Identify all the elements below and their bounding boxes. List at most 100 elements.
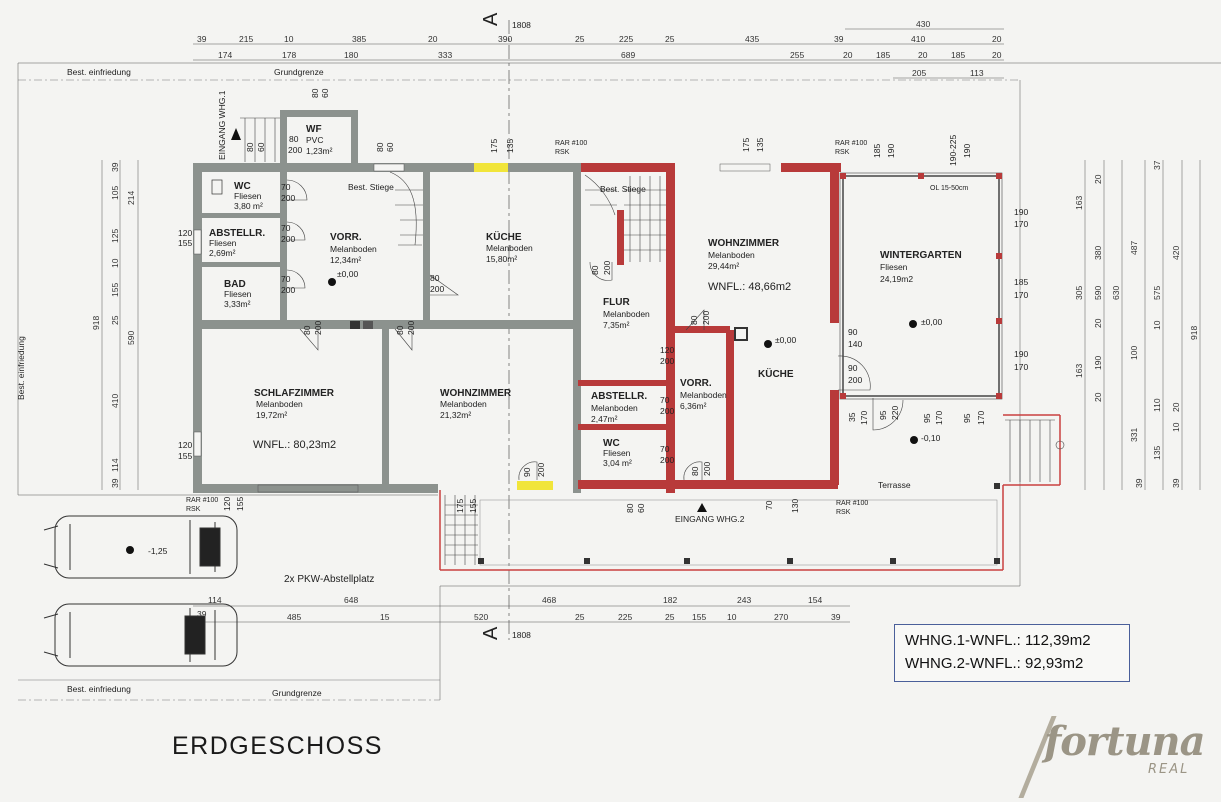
od-d3b: 60	[256, 142, 266, 152]
dim-right-8: 575	[1152, 286, 1162, 300]
od-bad-b: 200	[281, 285, 295, 295]
level-wintergarten: ±0,00	[921, 317, 942, 327]
od-wc2-a: 70	[660, 444, 670, 454]
dim-bot-r1-4: 182	[663, 595, 677, 605]
od-wr-a: 190	[1014, 207, 1028, 217]
parking-label: 2x PKW-Abstellplatz	[284, 574, 374, 585]
dim-top-r1-8: 25	[665, 34, 675, 44]
od-wg-b: 140	[848, 339, 862, 349]
room-vorr2-floor: Melanboden	[680, 390, 727, 400]
best-einfriedung-left: Best. einfriedung	[16, 336, 26, 400]
room-kueche2-name: KÜCHE	[758, 367, 794, 380]
dim-top-r1-11: 410	[911, 34, 925, 44]
dim-top-r1-6: 25	[575, 34, 585, 44]
dim-bot-r2-2: 15	[380, 612, 390, 622]
dim-right-0: 37	[1152, 160, 1162, 170]
od-w120c: 120	[178, 440, 192, 450]
dim-right-4: 487	[1129, 241, 1139, 255]
dim-top-r2-3: 333	[438, 50, 452, 60]
room-schlaf-name: SCHLAFZIMMER	[254, 388, 335, 399]
rsk-top-left: RSK	[555, 149, 570, 156]
car-bottom	[43, 603, 238, 667]
dim-top-r1-0: 39	[197, 34, 207, 44]
od-w120b: 155	[178, 238, 192, 248]
od-wc-a: 70	[281, 182, 291, 192]
od-d3a-2: 80	[375, 142, 385, 152]
dim-right-6: 590	[1093, 286, 1103, 300]
dim-top-r2-1: 178	[282, 50, 296, 60]
room-abstellr2-floor: Melanboden	[591, 403, 638, 413]
room-abstellr1-area: 2,69m²	[209, 248, 236, 258]
level-parking: -1,25	[148, 546, 168, 556]
dim-top-r2-10: 20	[992, 50, 1002, 60]
rsk-bottom-right: RSK	[836, 509, 851, 516]
room-wc2-name: WC	[603, 438, 620, 449]
rsk-bottom-left: RSK	[186, 506, 201, 513]
rsk-top-right: RSK	[835, 149, 850, 156]
best-einfriedung-top: Best. einfriedung	[67, 67, 131, 77]
walls-apartment-2	[578, 163, 841, 493]
dim-bot-r1-3: 468	[542, 595, 556, 605]
dim-top-r2-2: 180	[344, 50, 358, 60]
ol-label: OL 15-50cm	[930, 185, 968, 192]
dim-bot-r2-6: 155	[692, 612, 706, 622]
od-d1b: 60	[320, 88, 330, 98]
dim-left-6: 25	[110, 315, 120, 325]
rar-top-right: RAR #100	[835, 140, 867, 147]
room-wc2-floor: Fliesen	[603, 448, 631, 458]
od-wg-c: 90	[848, 363, 858, 373]
od-bl-b: 155	[235, 497, 245, 511]
room-wohn1-floor: Melanboden	[440, 399, 487, 409]
od-wt-b: 190	[886, 144, 896, 158]
od-en2-b: 200	[702, 462, 712, 476]
room-wohn1-name: WOHNZIMMER	[440, 388, 512, 399]
section-total-bottom: 1808	[512, 630, 531, 640]
dim-left-7: 918	[91, 316, 101, 330]
dim-top-r1-right: 430	[916, 19, 930, 29]
dim-right-23: 39	[1171, 478, 1181, 488]
dim-right-14: 918	[1189, 326, 1199, 340]
wnfl-apartment-1: WNFL.: 80,23m2	[253, 439, 336, 451]
fixtures	[211, 179, 748, 341]
dim-left-0: 39	[110, 162, 120, 172]
room-winter-name: WINTERGARTEN	[880, 250, 962, 261]
dim-top-r2-4: 689	[621, 50, 635, 60]
od-eb-a: 70	[764, 500, 774, 510]
dim-left-9: 410	[110, 394, 120, 408]
dim-right-2: 163	[1074, 196, 1084, 210]
wintergarten-frame	[839, 172, 1003, 400]
dim-top-r1-9: 435	[745, 34, 759, 44]
od-w-b: 200	[406, 321, 416, 335]
od-wg-l: 170	[976, 411, 986, 425]
dim-left-11: 39	[110, 478, 120, 488]
room-wohn1-area: 21,32m²	[440, 410, 471, 420]
od-ab2-a: 70	[660, 395, 670, 405]
dim-right-16: 331	[1129, 428, 1139, 442]
room-wc1-area: 3,80 m²	[234, 201, 263, 211]
dim-left-5: 155	[110, 283, 120, 297]
dim-top-r2-0: 174	[218, 50, 232, 60]
room-stiege2-name: Best. Stiege	[600, 184, 646, 194]
rar-top-left: RAR #100	[555, 140, 587, 147]
room-vorr1-name: VORR.	[330, 232, 362, 243]
logo-word: fortuna	[1044, 718, 1206, 765]
od-en2-a: 80	[690, 466, 700, 476]
room-wohn2-floor: Melanboden	[708, 250, 755, 260]
room-stiege1-name: Best. Stiege	[348, 182, 394, 192]
rar-bottom-right: RAR #100	[836, 500, 868, 507]
dim-right-22: 20	[1093, 392, 1103, 402]
dim-right-13: 10	[1152, 320, 1162, 330]
fortuna-logo: fortuna REAL	[1018, 712, 1221, 802]
dim-bot-r2-4: 225	[618, 612, 632, 622]
dim-top-r1-12: 20	[992, 34, 1002, 44]
dim-bot-r1-6: 154	[808, 595, 822, 605]
room-kueche1-name: KÜCHE	[486, 230, 522, 243]
od-wc2-b: 200	[660, 455, 674, 465]
od-w-a: 80	[395, 325, 405, 335]
od-wr-c: 185	[1014, 277, 1028, 287]
od-wg-h: 220	[890, 406, 900, 420]
room-wf-name: WF	[306, 124, 322, 135]
dim-right-17: 110	[1152, 398, 1162, 412]
section-total-top: 1808	[512, 20, 531, 30]
